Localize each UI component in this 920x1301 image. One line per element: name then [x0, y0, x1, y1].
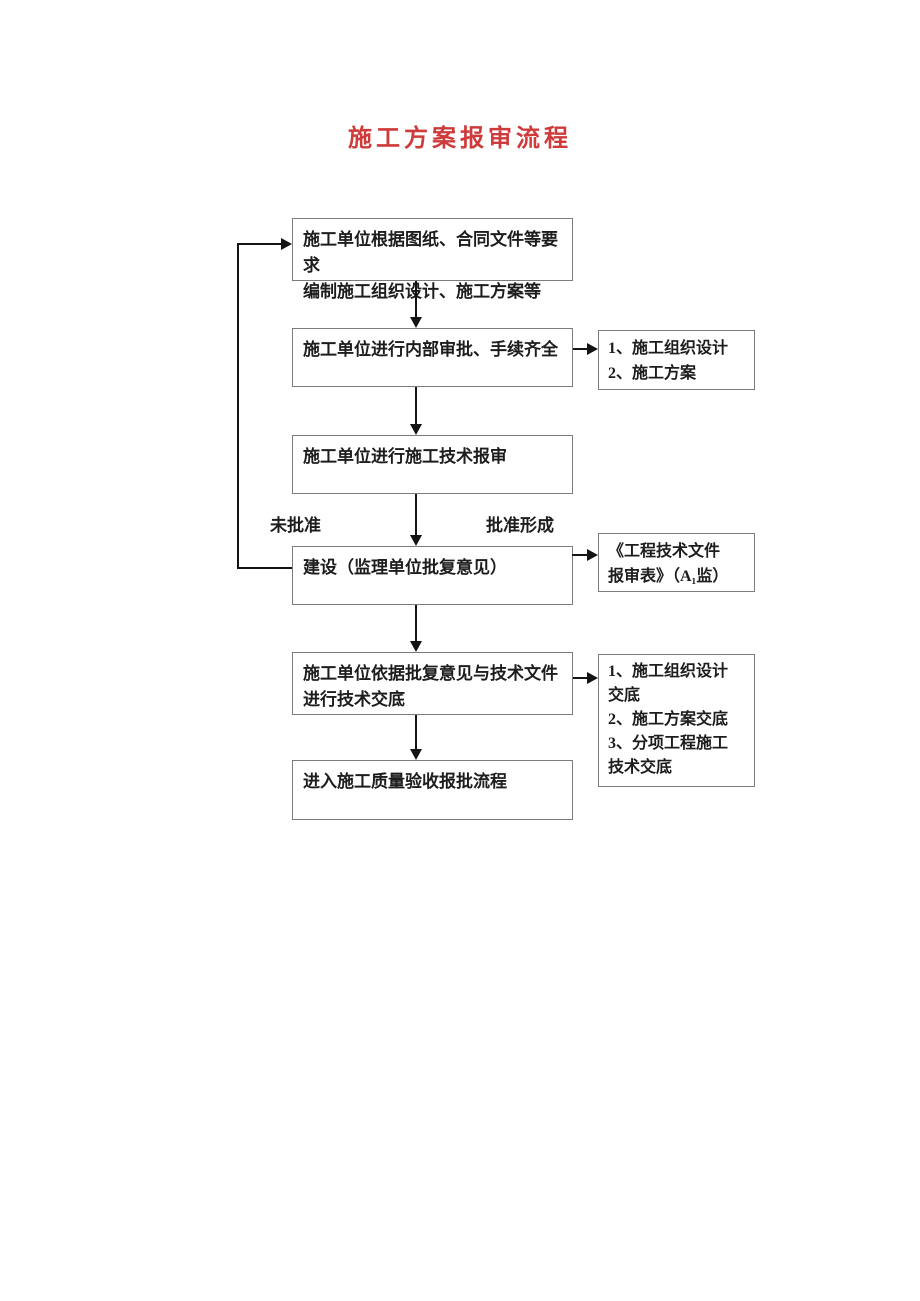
arrow-down-icon: [410, 424, 422, 435]
arrow-down-icon: [410, 641, 422, 652]
page-title: 施工方案报审流程: [348, 126, 572, 152]
side-box-text-line: 1、施工组织设计: [608, 663, 729, 680]
arrow-down-icon: [410, 317, 422, 328]
side-box-text-line: 报审表》（A₁监）: [608, 568, 729, 585]
side-box-text-line: 技术交底: [608, 759, 673, 776]
label-approved: 批准形成: [486, 516, 554, 535]
flow-box-text-line: 施工单位进行施工技术报审: [303, 447, 507, 466]
side-box-disclosure-outputs: 1、施工组织设计 交底 2、施工方案交底 3、分项工程施工 技术交底: [598, 654, 755, 787]
side-box-text-line: 《工程技术文件: [608, 543, 721, 560]
flow-box-text-line: 进入施工质量验收报批流程: [303, 772, 507, 791]
flow-box-technical-disclosure: 施工单位依据批复意见与技术文件 进行技术交底: [292, 652, 573, 715]
flow-box-text-line: 进行技术交底: [303, 690, 405, 709]
arrow-right-icon: [587, 549, 598, 561]
flow-box-text-line: 施工单位根据图纸、合同文件等要求: [303, 230, 558, 275]
side-box-text-line: 2、施工方案交底: [608, 711, 729, 728]
arrow-right-icon: [281, 238, 292, 250]
flow-box-internal-approval: 施工单位进行内部审批、手续齐全: [292, 328, 573, 387]
label-not-approved: 未批准: [270, 516, 321, 535]
flow-box-text-line: 施工单位依据批复意见与技术文件: [303, 664, 558, 683]
arrow-down-icon: [410, 535, 422, 546]
side-box-text-line: 3、分项工程施工: [608, 735, 729, 752]
flow-box-text-line: 建设（监理单位批复意见）: [303, 558, 507, 577]
arrow-down-icon: [410, 749, 422, 760]
flow-box-text-line: 施工单位进行内部审批、手续齐全: [303, 340, 558, 359]
side-box-review-form-output: 《工程技术文件 报审表》（A₁监）: [598, 533, 755, 592]
arrow-right-icon: [587, 343, 598, 355]
flow-box-prepare-documents: 施工单位根据图纸、合同文件等要求 编制施工组织设计、施工方案等: [292, 218, 573, 301]
flow-box-owner-supervisor-review: 建设（监理单位批复意见）: [292, 546, 573, 605]
flow-box-quality-acceptance: 进入施工质量验收报批流程: [292, 760, 573, 820]
side-box-text-line: 1、施工组织设计: [608, 340, 729, 357]
flow-box-technical-submission: 施工单位进行施工技术报审: [292, 435, 573, 494]
side-box-internal-approval-outputs: 1、施工组织设计 2、施工方案: [598, 330, 755, 390]
side-box-text-line: 2、施工方案: [608, 365, 697, 382]
flow-box-text-line: 编制施工组织设计、施工方案等: [303, 282, 541, 301]
side-box-text-line: 交底: [608, 687, 641, 704]
arrow-right-icon: [587, 672, 598, 684]
